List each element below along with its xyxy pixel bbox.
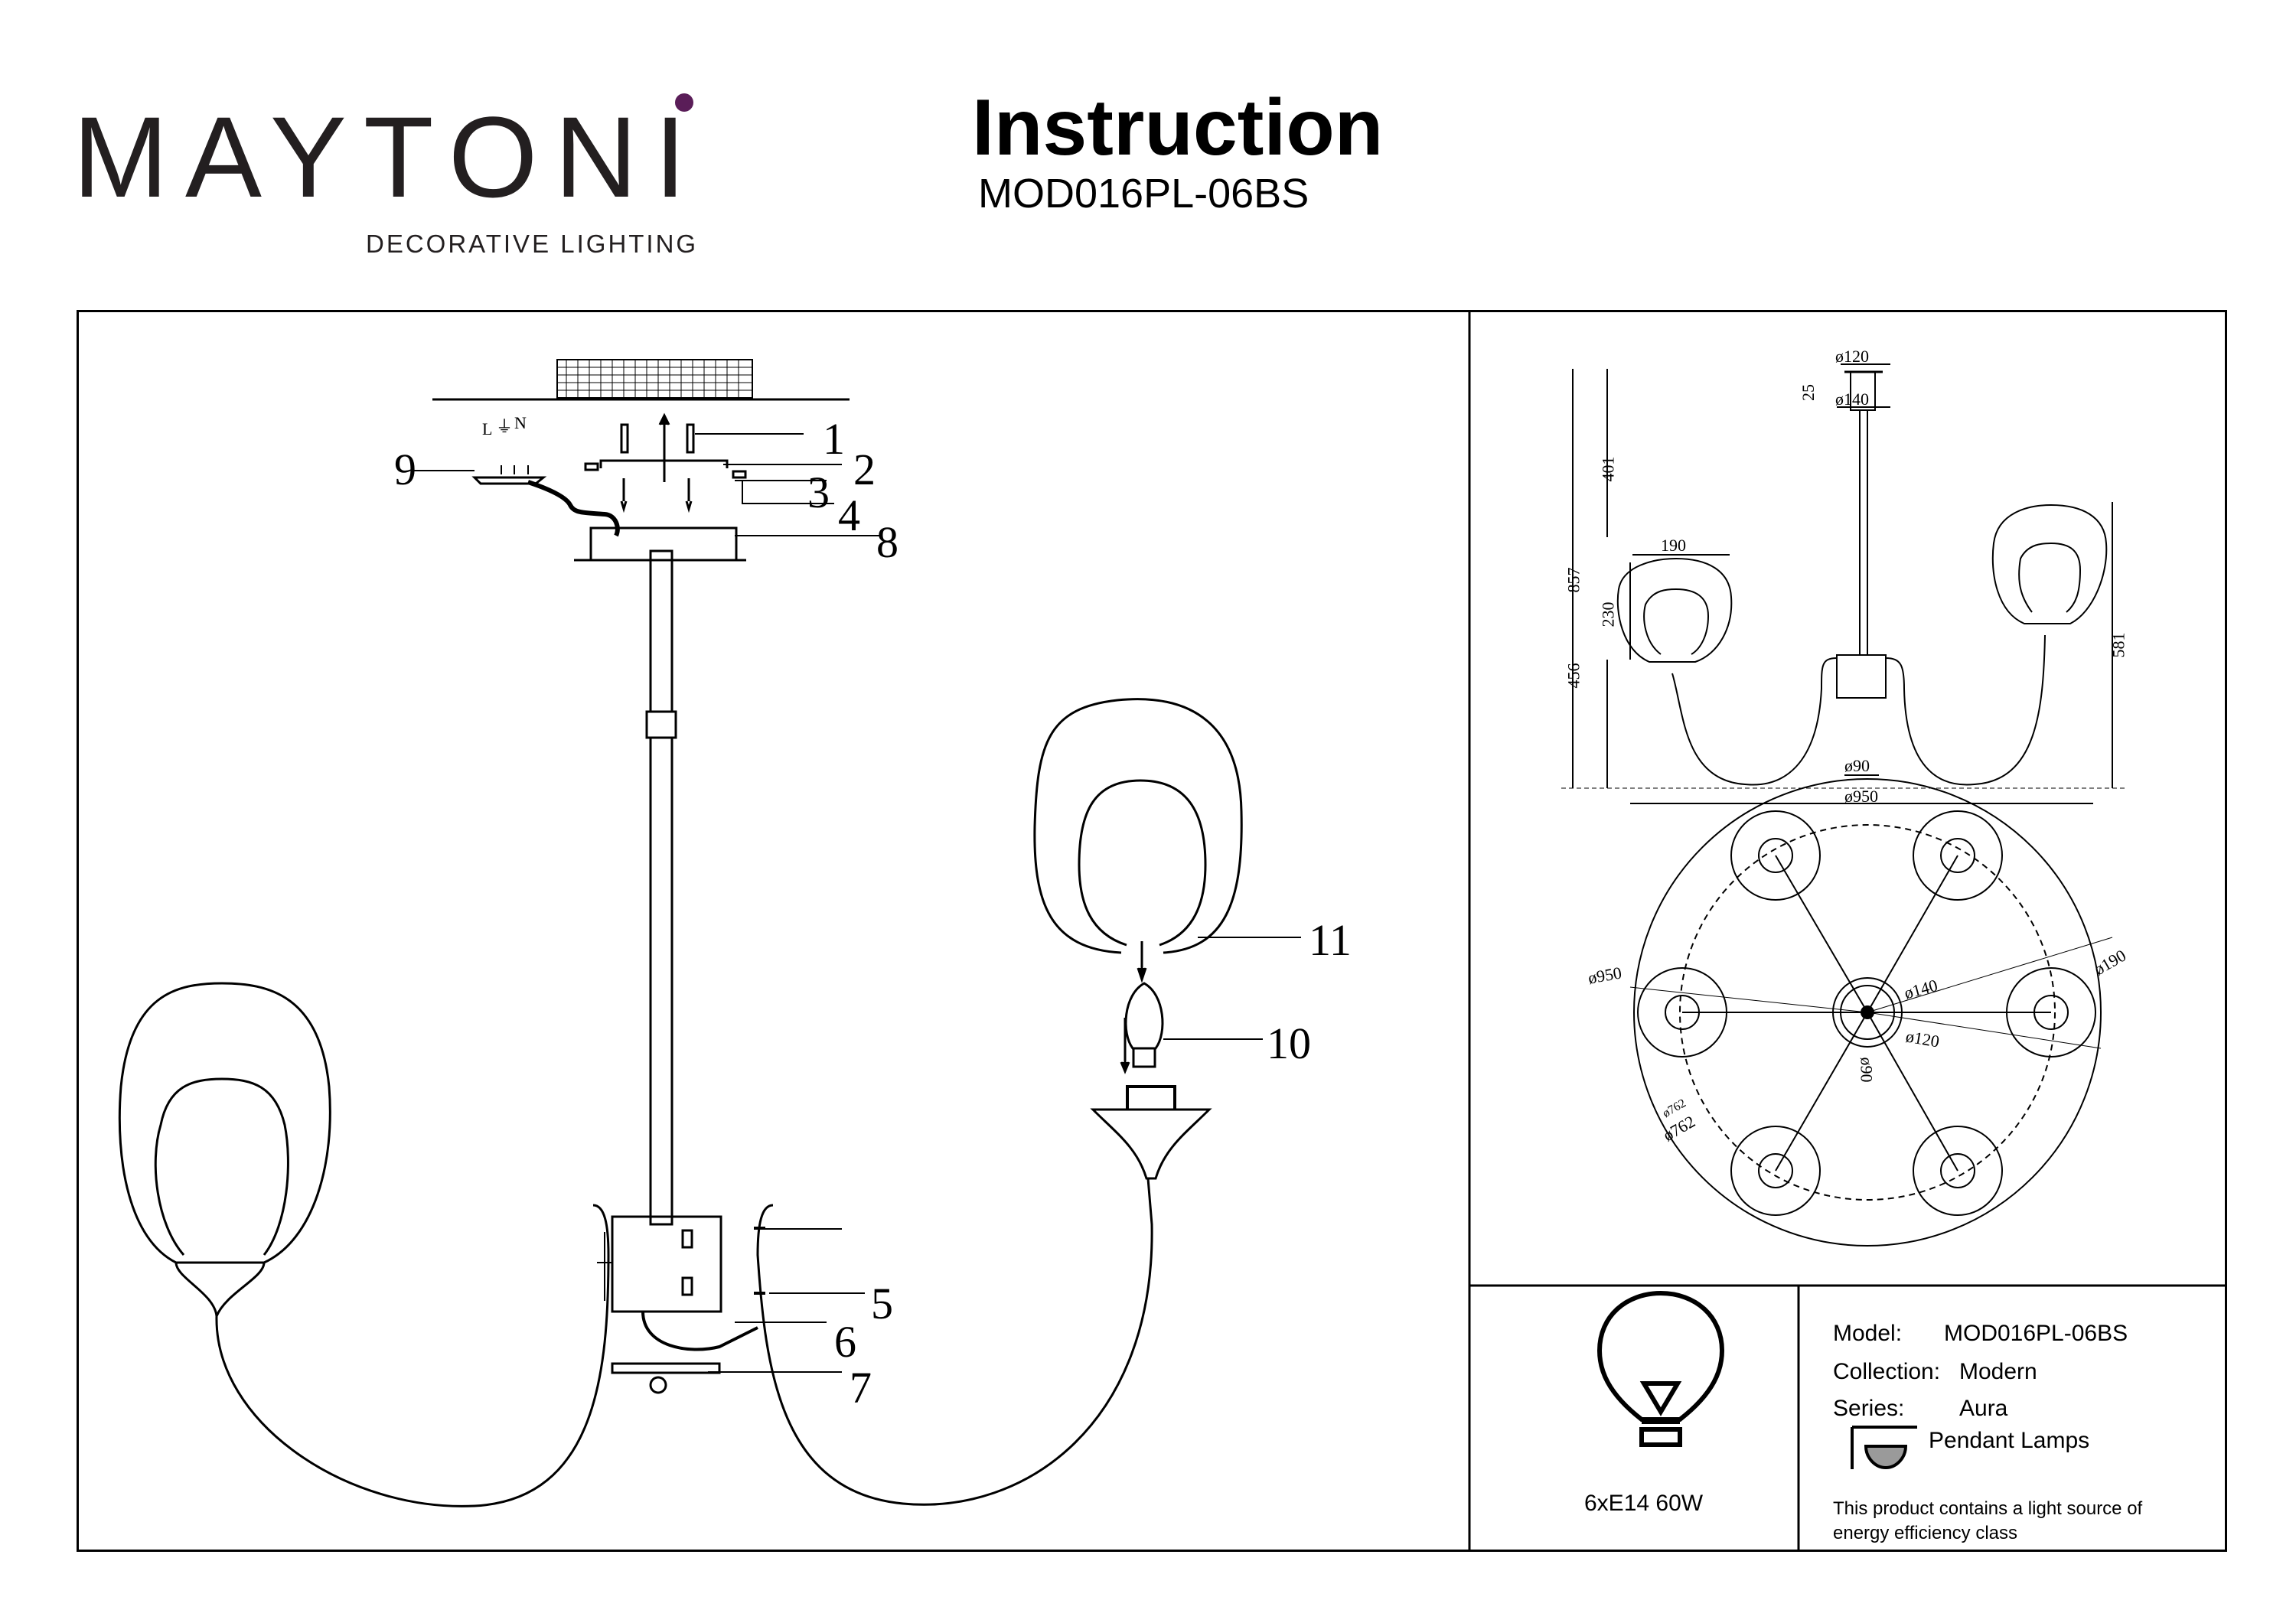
type-value: Pendant Lamps bbox=[1929, 1428, 2090, 1453]
right-socket-cup bbox=[1090, 1108, 1212, 1180]
dim-junction-diameter: ø90 bbox=[1844, 756, 1870, 775]
ceiling-hatch bbox=[556, 359, 753, 399]
side-left-shade bbox=[1616, 557, 1733, 663]
right-glass-outer bbox=[1033, 698, 1243, 954]
left-socket-cup bbox=[174, 1261, 266, 1317]
screw-4 bbox=[685, 478, 693, 513]
dim-total-width: ø950 bbox=[1844, 787, 1878, 806]
series-value: Aura bbox=[1959, 1396, 2008, 1421]
side-rod bbox=[1859, 409, 1868, 656]
dim-shade-width: 190 bbox=[1661, 536, 1686, 555]
screw-3 bbox=[620, 478, 628, 513]
side-dimension-drawing bbox=[1561, 363, 2128, 804]
dim-rod-length: 401 bbox=[1598, 456, 1618, 482]
part-label-10: 10 bbox=[1267, 1018, 1311, 1068]
part-label-7: 7 bbox=[850, 1363, 872, 1413]
energy-line-2: energy efficiency class bbox=[1833, 1523, 2018, 1543]
side-right-shade bbox=[1991, 504, 2108, 624]
model-code: MOD016PL-06BS bbox=[978, 171, 1309, 217]
model-label: Model: bbox=[1833, 1321, 1903, 1346]
dim-body-height: 456 bbox=[1564, 663, 1583, 689]
cover-plate bbox=[611, 1362, 721, 1374]
part-label-9: 9 bbox=[394, 445, 416, 494]
screw-2 bbox=[686, 423, 695, 454]
part-label-5: 5 bbox=[871, 1279, 893, 1328]
bulb bbox=[1124, 982, 1164, 1050]
energy-line-1: This product contains a light source of bbox=[1833, 1498, 2143, 1519]
left-arm bbox=[215, 1204, 610, 1507]
outer-circle bbox=[1633, 778, 2102, 1247]
dim-rod-cap-diameter: ø120 bbox=[1835, 347, 1869, 366]
earth-icon: ⏚ bbox=[496, 417, 514, 436]
dim-arm-height: 581 bbox=[2108, 632, 2128, 658]
left-glass-inner bbox=[154, 1077, 289, 1256]
suspension-rod bbox=[649, 549, 673, 1226]
part-label-11: 11 bbox=[1309, 915, 1352, 965]
dim-canopy-diameter: ø140 bbox=[1835, 389, 1869, 409]
top-arms bbox=[1682, 855, 2051, 1172]
collection-label: Collection: bbox=[1833, 1359, 1941, 1384]
dim-cap-height: 25 bbox=[1799, 384, 1818, 401]
left-glass-outer bbox=[118, 982, 331, 1264]
side-left-arm bbox=[1671, 657, 1838, 786]
right-arm bbox=[756, 1178, 1153, 1506]
junction-box bbox=[611, 1215, 722, 1313]
supply-wires bbox=[527, 480, 620, 537]
screw-1 bbox=[620, 423, 629, 454]
wire-neutral-label: N bbox=[514, 413, 527, 432]
brand-logo: MAYTONI bbox=[73, 93, 703, 221]
page-title: Instruction bbox=[972, 83, 1384, 172]
part-label-4: 4 bbox=[838, 490, 860, 540]
series-label: Series: bbox=[1833, 1396, 1905, 1421]
part-label-6: 6 bbox=[834, 1317, 856, 1367]
assembly-drawing bbox=[118, 359, 1301, 1507]
part-label-1: 1 bbox=[823, 414, 845, 464]
dim-top-junction: ø90 bbox=[1857, 1057, 1877, 1083]
brand-logo-dot bbox=[675, 93, 693, 112]
cover-nut bbox=[649, 1376, 667, 1394]
side-junction bbox=[1836, 654, 1887, 699]
power-spec: 6xE14 60W bbox=[1584, 1491, 1704, 1516]
inner-circle bbox=[1679, 824, 2056, 1201]
wire-live-label: L bbox=[482, 419, 493, 438]
dim-shade-height: 230 bbox=[1598, 601, 1618, 627]
bulb-icon bbox=[1596, 1290, 1725, 1447]
right-glass-inner bbox=[1078, 779, 1207, 947]
canopy bbox=[589, 526, 738, 562]
instruction-frame bbox=[77, 310, 2227, 1552]
collection-value: Modern bbox=[1959, 1359, 2037, 1384]
top-view-drawing bbox=[1629, 778, 2113, 1247]
part-label-8: 8 bbox=[876, 517, 899, 567]
brand-tagline: DECORATIVE LIGHTING bbox=[366, 230, 699, 258]
internal-wires bbox=[641, 1311, 758, 1351]
side-right-arm bbox=[1885, 634, 2046, 786]
model-value: MOD016PL-06BS bbox=[1944, 1321, 2128, 1346]
dim-total-height: 857 bbox=[1564, 567, 1583, 593]
part-label-2: 2 bbox=[853, 445, 876, 494]
pendant-lamp-icon bbox=[1851, 1426, 1917, 1470]
part-label-3: 3 bbox=[807, 468, 830, 517]
